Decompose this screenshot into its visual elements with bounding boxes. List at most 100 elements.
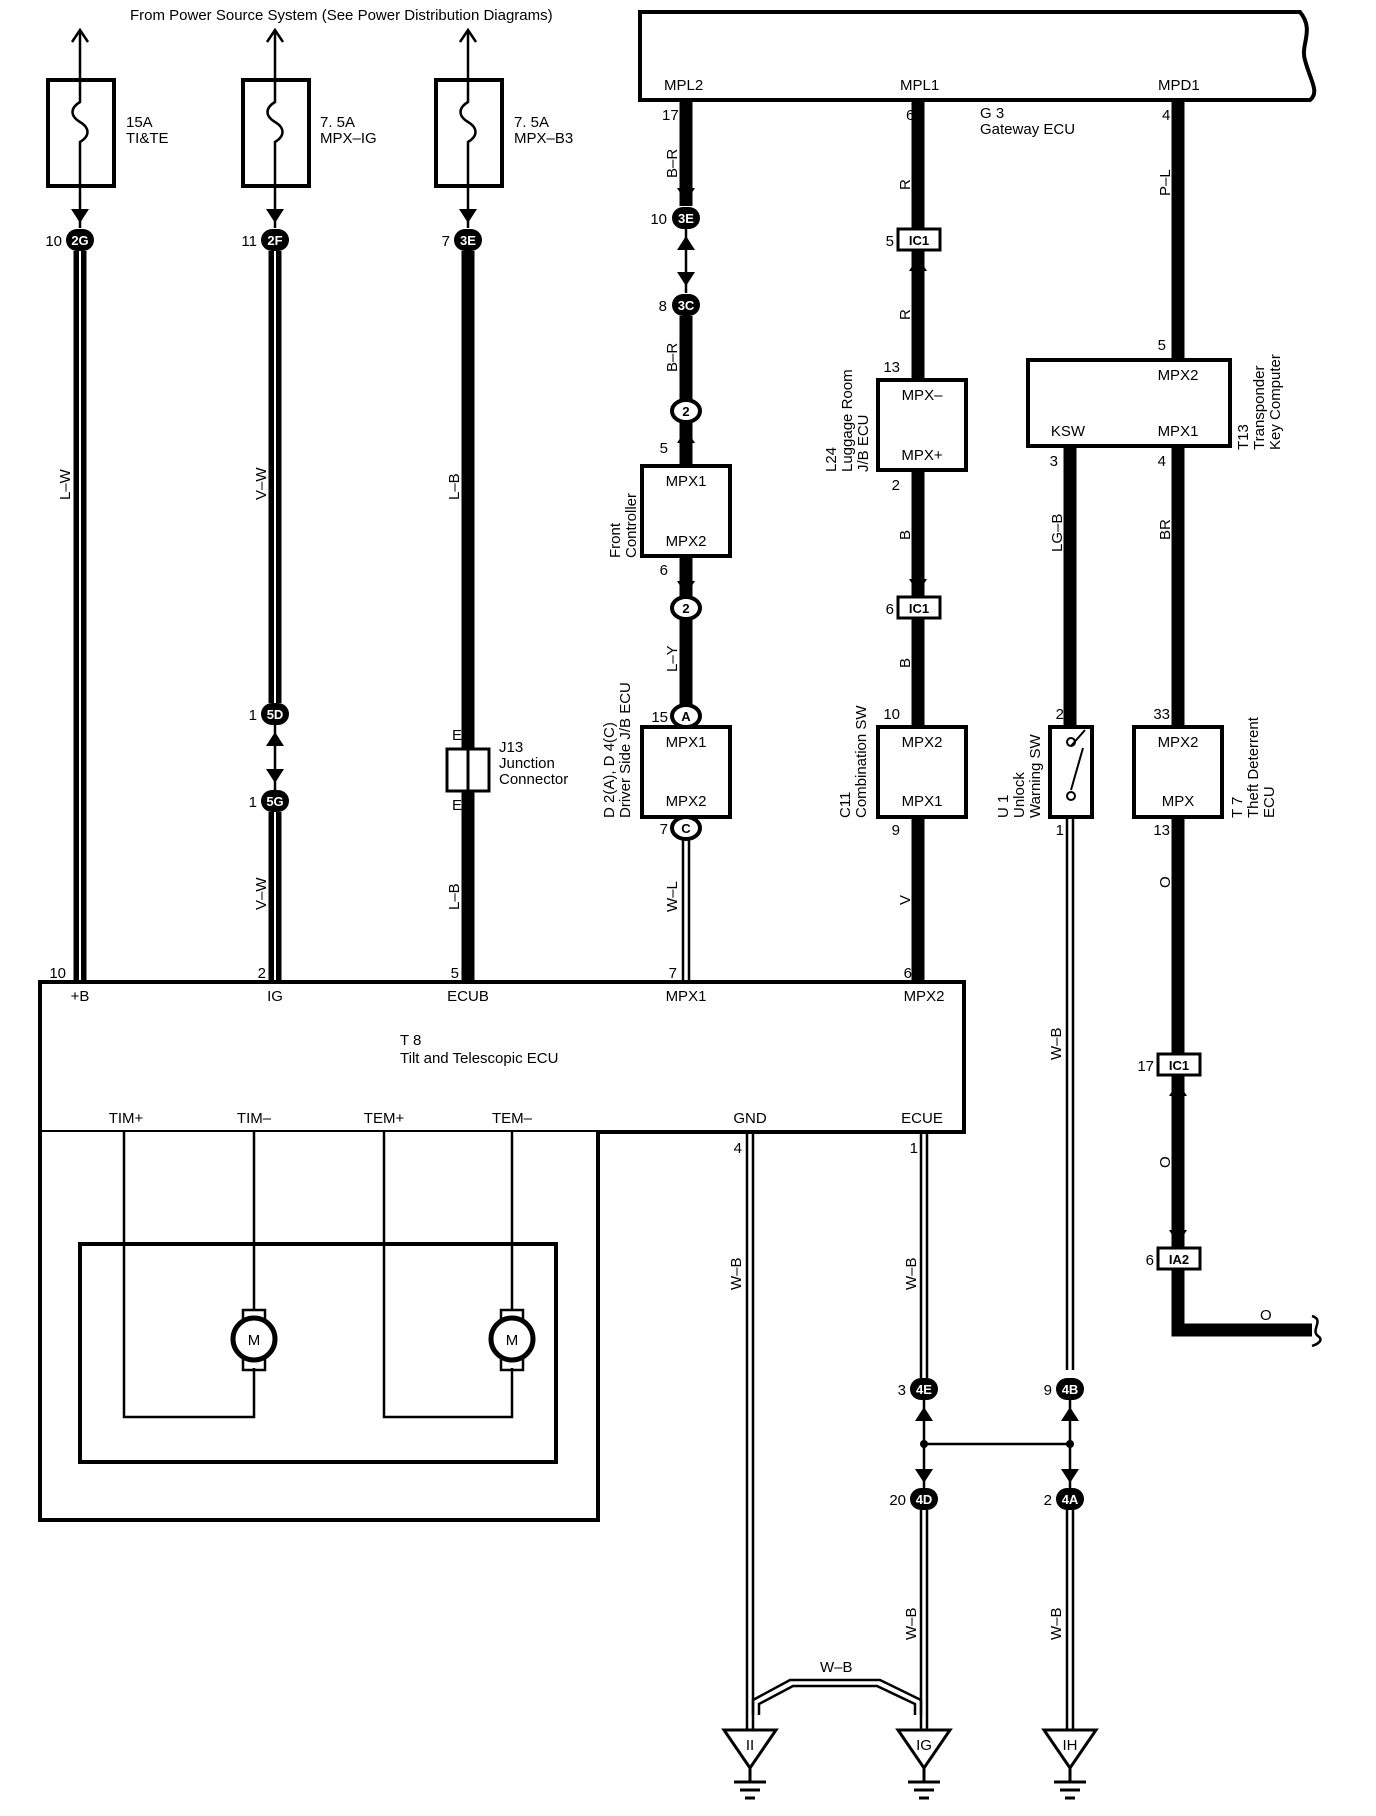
svg-text:5: 5 (451, 965, 459, 982)
svg-text:MPX1: MPX1 (666, 988, 707, 1005)
svg-text:20: 20 (889, 1492, 906, 1509)
svg-text:B–R: B–R (664, 343, 681, 372)
svg-text:ECU: ECU (1261, 786, 1278, 818)
svg-text:A: A (681, 709, 691, 724)
svg-text:4D: 4D (916, 1492, 933, 1507)
fuse-amp: 15A (126, 114, 153, 131)
svg-text:10: 10 (45, 233, 62, 250)
svg-text:7. 5A: 7. 5A (320, 114, 355, 131)
tilt-telescopic-ecu: +B IG ECUB MPX1 MPX2 T 8 Tilt and Telesc… (38, 980, 966, 1134)
svg-text:2: 2 (1056, 706, 1064, 723)
circuit-mpl1: R IC1 5 R 13 MPX– MPX+ L24 Luggage Room … (823, 100, 968, 982)
svg-text:5D: 5D (267, 707, 284, 722)
fuse-name: TI&TE (126, 130, 169, 147)
svg-text:MPL1: MPL1 (900, 77, 939, 94)
svg-text:10: 10 (650, 211, 667, 228)
svg-text:MPX1: MPX1 (1158, 423, 1199, 440)
svg-text:IG: IG (267, 988, 283, 1005)
svg-text:7: 7 (660, 821, 668, 838)
connector-2f (261, 229, 289, 251)
svg-text:2: 2 (682, 601, 689, 616)
svg-text:10: 10 (49, 965, 66, 982)
svg-text:MPX1: MPX1 (902, 793, 943, 810)
svg-text:IC1: IC1 (909, 233, 929, 248)
connector-3e-mpl2 (672, 207, 700, 229)
svg-text:4: 4 (734, 1140, 742, 1157)
svg-text:MPX2: MPX2 (1158, 734, 1199, 751)
unlock-warning-switch (1048, 725, 1094, 819)
svg-text:MPX1: MPX1 (666, 473, 707, 490)
connector-5g (261, 790, 289, 812)
svg-text:O: O (1260, 1307, 1272, 1324)
svg-text:IH: IH (1063, 1737, 1078, 1754)
svg-text:O: O (1157, 876, 1174, 888)
ground-ig: IG (895, 1728, 953, 1800)
svg-text:5G: 5G (266, 794, 283, 809)
svg-text:1: 1 (249, 707, 257, 724)
svg-text:E: E (452, 727, 462, 744)
connector-2g (66, 229, 94, 251)
svg-text:1: 1 (249, 794, 257, 811)
svg-text:LG–B: LG–B (1049, 514, 1066, 552)
svg-text:+B: +B (71, 988, 90, 1005)
connector-3e-fuse (454, 229, 482, 251)
svg-text:MPX2: MPX2 (666, 533, 707, 550)
svg-text:M: M (248, 1332, 261, 1349)
svg-text:R: R (897, 179, 914, 190)
svg-text:IA2: IA2 (1169, 1252, 1189, 1267)
svg-text:V–W: V–W (253, 877, 270, 910)
svg-text:6: 6 (1146, 1252, 1154, 1269)
svg-text:4A: 4A (1062, 1492, 1079, 1507)
svg-text:15: 15 (651, 709, 668, 726)
svg-text:5: 5 (660, 440, 668, 457)
svg-text:V–W: V–W (253, 467, 270, 500)
svg-text:C: C (681, 821, 691, 836)
svg-text:Key Computer: Key Computer (1267, 354, 1284, 450)
svg-text:B: B (897, 530, 914, 540)
svg-text:L24: L24 (823, 447, 840, 472)
svg-text:6: 6 (660, 562, 668, 579)
motor-assembly: M M (38, 1132, 600, 1522)
svg-text:4B: 4B (1062, 1382, 1079, 1397)
svg-text:MPX1: MPX1 (666, 734, 707, 751)
ground-ih: IH (1041, 1728, 1099, 1800)
svg-text:Junction: Junction (499, 755, 555, 772)
svg-text:MPX2: MPX2 (666, 793, 707, 810)
svg-text:6: 6 (886, 601, 894, 618)
svg-text:1: 1 (910, 1140, 918, 1157)
tilt-motor (230, 1315, 278, 1363)
svg-text:4: 4 (1158, 453, 1166, 470)
svg-text:T13: T13 (1235, 424, 1252, 450)
svg-text:J/B ECU: J/B ECU (855, 414, 872, 472)
svg-text:33: 33 (1153, 706, 1170, 723)
svg-text:W–B: W–B (903, 1607, 920, 1640)
svg-text:O: O (1157, 1156, 1174, 1168)
svg-text:W–B: W–B (820, 1659, 853, 1676)
svg-text:3E: 3E (678, 211, 694, 226)
svg-text:7. 5A: 7. 5A (514, 114, 549, 131)
svg-text:MPX–IG: MPX–IG (320, 130, 377, 147)
svg-text:2G: 2G (71, 233, 88, 248)
transponder-key-computer: P–L 5 MPX2 KSW MPX1 T13 Transponder Key … (1026, 100, 1284, 450)
svg-text:17: 17 (662, 107, 679, 124)
svg-text:3E: 3E (460, 233, 476, 248)
svg-text:ECUE: ECUE (901, 1110, 943, 1127)
circuit-ti-te: 15A TI&TE 2G 10 L–W 10 (45, 27, 169, 982)
svg-text:Combination SW: Combination SW (853, 705, 870, 818)
svg-text:MPX–B3: MPX–B3 (514, 130, 573, 147)
svg-text:T 7: T 7 (1229, 797, 1246, 818)
svg-text:L–Y: L–Y (664, 645, 681, 672)
svg-text:GND: GND (733, 1110, 767, 1127)
svg-text:2: 2 (682, 404, 689, 419)
svg-text:W–B: W–B (728, 1257, 745, 1290)
telescopic-motor (488, 1315, 536, 1363)
svg-text:TEM+: TEM+ (364, 1110, 405, 1127)
svg-text:13: 13 (883, 359, 900, 376)
circuit-ksw: 3 LG–B 2 U 1 Unlock Warning SW 1 W–B (995, 446, 1094, 1370)
svg-text:4E: 4E (916, 1382, 932, 1397)
svg-text:B: B (897, 658, 914, 668)
svg-text:6: 6 (904, 965, 912, 982)
svg-text:IG: IG (916, 1737, 932, 1754)
svg-text:MPX: MPX (1162, 793, 1195, 810)
